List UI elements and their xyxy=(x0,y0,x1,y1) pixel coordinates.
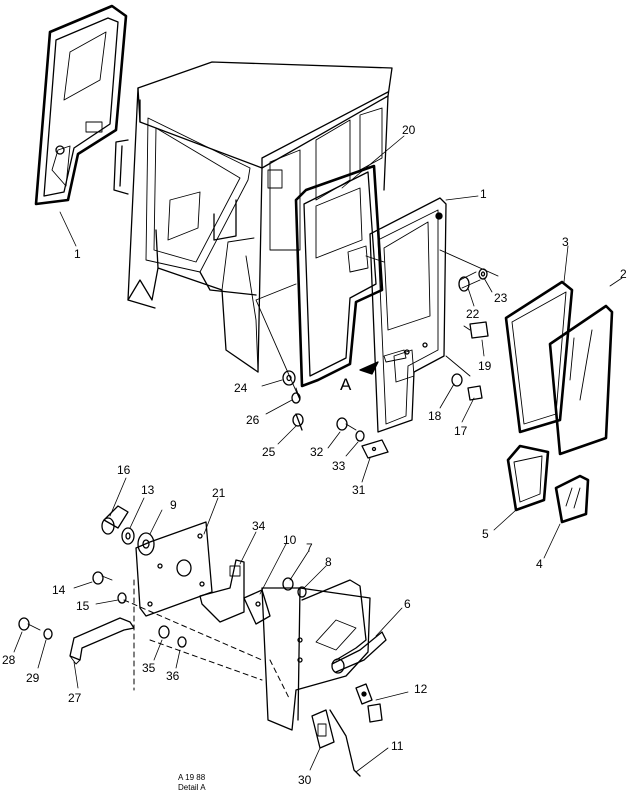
bolt-32 xyxy=(336,417,357,431)
washer-15 xyxy=(117,592,127,604)
leader-lines xyxy=(13,135,623,773)
callout-6: 6 xyxy=(404,597,411,611)
small-window-seal xyxy=(506,444,550,512)
callout-12: 12 xyxy=(414,682,428,696)
bolt-25 xyxy=(292,413,304,431)
callout-31: 31 xyxy=(352,483,366,497)
window-seal xyxy=(504,280,574,434)
handle-6 xyxy=(301,579,387,674)
callout-24: 24 xyxy=(234,381,248,395)
washer-8 xyxy=(297,586,307,598)
door-assembly-left xyxy=(34,4,128,206)
callout-21: 21 xyxy=(212,486,226,500)
view-marker-a: A xyxy=(340,375,352,394)
callout-25: 25 xyxy=(262,445,276,459)
bolt-14 xyxy=(92,571,113,585)
lock-30 xyxy=(311,709,335,749)
callout-13: 13 xyxy=(141,483,155,497)
callout-23: 23 xyxy=(494,291,508,305)
callout-14: 14 xyxy=(52,583,66,597)
washer-36 xyxy=(177,636,187,648)
bolt-28 xyxy=(18,617,41,631)
callout-3: 3 xyxy=(562,235,569,249)
callout-17: 17 xyxy=(454,424,468,438)
callout-11: 11 xyxy=(391,739,404,753)
callout-18: 18 xyxy=(428,409,442,423)
door-frame xyxy=(255,164,385,401)
callout-29: 29 xyxy=(26,671,40,685)
callout-36: 36 xyxy=(166,669,180,683)
callout-34: 34 xyxy=(252,519,266,533)
callout-28: 28 xyxy=(2,653,16,667)
callout-15: 15 xyxy=(76,599,90,613)
nut-24 xyxy=(282,370,296,386)
callout-1-left: 1 xyxy=(74,247,81,261)
callout-30: 30 xyxy=(298,773,312,787)
bolt-22 xyxy=(458,271,481,292)
callout-10: 10 xyxy=(283,533,297,547)
callout-35: 35 xyxy=(142,661,156,675)
plunger-19 xyxy=(463,321,489,339)
callout-7: 7 xyxy=(306,541,313,555)
callout-labels: 1 1 2 3 4 5 6 7 8 9 10 11 12 13 14 15 16… xyxy=(2,123,627,792)
assembly-dash-lines xyxy=(123,579,291,701)
window-glass xyxy=(548,304,614,456)
latch-10 xyxy=(243,589,271,625)
door-edge-panel xyxy=(261,587,371,731)
rod-11 xyxy=(329,709,361,777)
grab-handle-27 xyxy=(69,617,135,665)
nut-18 xyxy=(451,373,463,387)
plate-21 xyxy=(135,521,213,617)
callout-5: 5 xyxy=(482,527,489,541)
bracket-34 xyxy=(199,559,245,623)
nut-7 xyxy=(282,577,294,591)
detail-label-line2: Detail A xyxy=(178,783,206,792)
bushing-9 xyxy=(137,532,155,556)
stopper-17 xyxy=(467,385,483,401)
callout-27: 27 xyxy=(68,691,82,705)
door-panel xyxy=(369,197,499,433)
callout-22: 22 xyxy=(466,307,480,321)
washer-26 xyxy=(291,392,301,404)
callout-8: 8 xyxy=(325,555,332,569)
bolt-35 xyxy=(158,625,170,639)
callout-2: 2 xyxy=(620,267,627,281)
washer-23 xyxy=(478,268,488,280)
washer-13 xyxy=(121,527,135,545)
small-window-glass xyxy=(554,474,590,524)
cab-body xyxy=(113,61,393,373)
callout-4: 4 xyxy=(536,557,543,571)
washer-29 xyxy=(43,628,53,640)
callout-20: 20 xyxy=(402,123,416,137)
callout-9: 9 xyxy=(170,498,177,512)
lock-cylinder-12 xyxy=(355,683,383,723)
view-arrow-a xyxy=(359,361,379,375)
washer-33 xyxy=(355,430,365,442)
plate-31 xyxy=(361,439,389,459)
hinge-bolt xyxy=(383,349,407,363)
lock-knob-16 xyxy=(101,505,129,535)
callout-32: 32 xyxy=(310,445,324,459)
detail-label-line1: A 19 88 xyxy=(178,773,206,782)
callout-33: 33 xyxy=(332,459,346,473)
callout-16: 16 xyxy=(117,463,131,477)
callout-1-right: 1 xyxy=(480,187,487,201)
callout-19: 19 xyxy=(478,359,492,373)
callout-26: 26 xyxy=(246,413,260,427)
